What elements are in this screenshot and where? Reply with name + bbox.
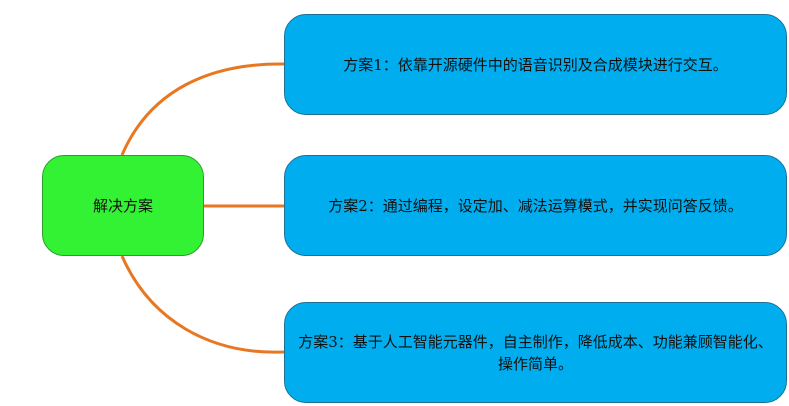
connector-to-branch-1 — [120, 62, 285, 156]
center-node[interactable]: 解决方案 — [42, 155, 204, 256]
center-node-label: 解决方案 — [92, 196, 153, 215]
branch-node-label: 方案1：依靠开源硬件中的语音识别及合成模块进行交互。 — [343, 55, 728, 74]
branch-node-label: 方案2：通过编程，设定加、减法运算模式，并实现问答反馈。 — [328, 196, 743, 215]
branch-node-2[interactable]: 方案2：通过编程，设定加、减法运算模式，并实现问答反馈。 — [284, 155, 787, 256]
branch-node-1[interactable]: 方案1：依靠开源硬件中的语音识别及合成模块进行交互。 — [284, 14, 787, 115]
branch-node-3[interactable]: 方案3：基于人工智能元器件，自主制作，降低成本、功能兼顾智能化、操作简单。 — [284, 302, 787, 403]
connector-to-branch-3 — [120, 255, 285, 354]
branch-node-label: 方案3：基于人工智能元器件，自主制作，降低成本、功能兼顾智能化、操作简单。 — [298, 332, 773, 373]
